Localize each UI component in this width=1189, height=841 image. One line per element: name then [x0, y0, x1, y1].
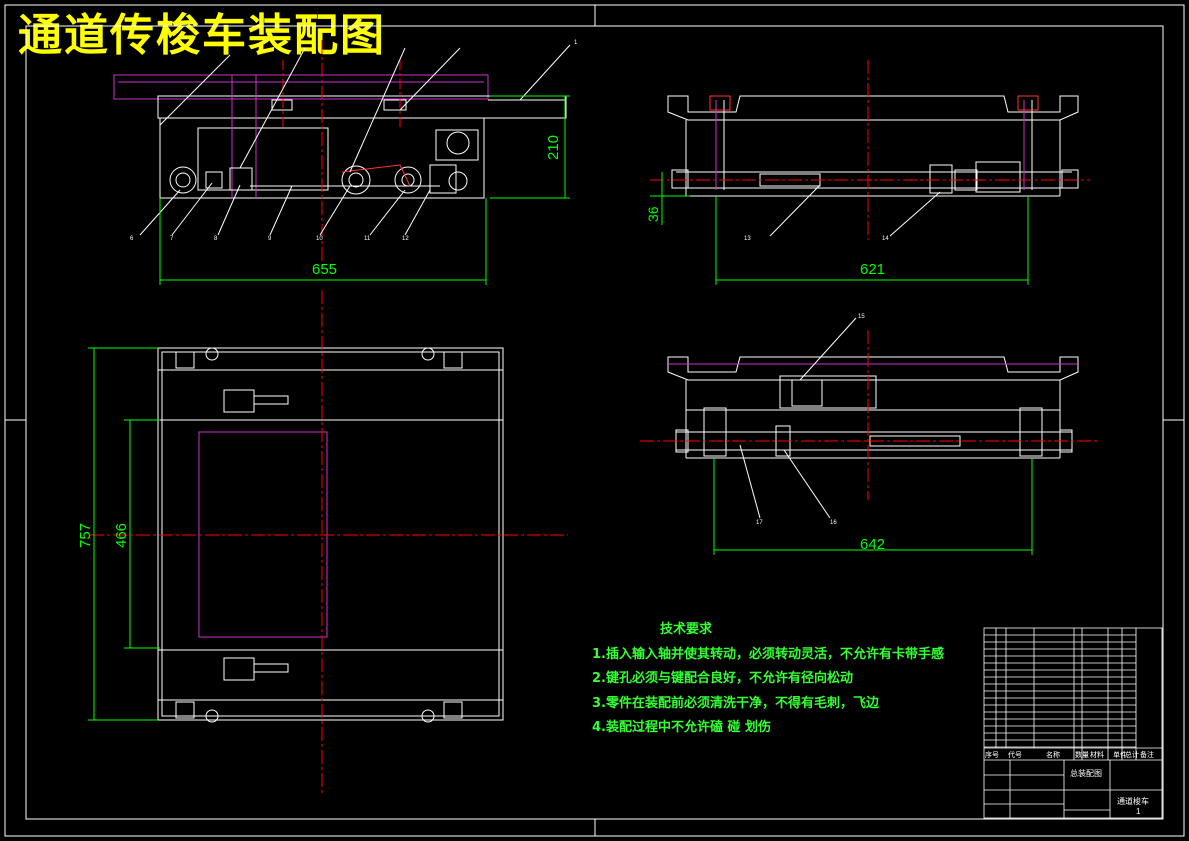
balloon-7: 7	[170, 236, 174, 242]
tb-sheet-no: 1	[1136, 807, 1141, 816]
tb-header-remark: 备注	[1140, 750, 1154, 759]
tb-header-material: 材料	[1090, 750, 1104, 759]
title-block	[983, 627, 1163, 819]
tb-drawing-name: 总装配图	[1070, 768, 1102, 778]
balloon-11: 11	[364, 236, 371, 242]
tb-part-name: 通道梭车	[1117, 796, 1149, 806]
title-block-headers: 序号 代号 名称 数量 材料 单件 总计 备注	[985, 750, 1154, 759]
side-bottom-balloons: 15 17 16	[756, 314, 865, 526]
dim-side-offset: 36	[645, 206, 661, 222]
technical-notes: 技术要求 1.插入输入轴并使其转动，必须转动灵活，不允许有卡带手感 2.键孔必须…	[592, 618, 944, 741]
tb-header-unit: 单件	[1113, 750, 1127, 759]
note-item-4: 4.装配过程中不允许磕 碰 划伤	[592, 720, 772, 735]
tb-header-total: 总计	[1125, 750, 1139, 759]
front-balloons: 1 6 7 8 9 10 11 12	[130, 40, 578, 242]
dim-front-width: 655	[312, 261, 337, 278]
plan-view	[88, 290, 568, 795]
dim-plan-height: 757	[77, 523, 94, 548]
side-top-balloons: 13 14	[744, 236, 889, 242]
balloon-6: 6	[130, 236, 134, 242]
note-item-3: 3.零件在装配前必须清洗干净，不得有毛刺，飞边	[592, 695, 879, 711]
balloon-14: 14	[882, 236, 889, 242]
tb-header-code: 代号	[1008, 750, 1022, 759]
balloon-16: 16	[830, 520, 837, 526]
balloon-1: 1	[574, 40, 578, 46]
dim-plan-inner: 466	[113, 523, 130, 548]
balloon-10: 10	[316, 236, 323, 242]
notes-heading: 技术要求	[660, 622, 713, 637]
tb-header-name: 名称	[1046, 750, 1060, 759]
note-item-2: 2.键孔必须与键配合良好，不允许有径向松动	[592, 671, 853, 686]
dim-front-height: 210	[545, 135, 562, 160]
dim-side-width: 621	[860, 261, 885, 278]
note-item-1: 1.插入输入轴并使其转动，必须转动灵活，不允许有卡带手感	[592, 646, 944, 662]
tb-header-no: 序号	[985, 750, 999, 759]
balloon-12: 12	[402, 236, 409, 242]
front-view	[113, 40, 571, 285]
side-view-bottom	[640, 317, 1100, 555]
balloon-9: 9	[268, 236, 272, 242]
sheet-frame	[4, 4, 1185, 837]
balloon-8: 8	[214, 236, 218, 242]
dim-bottom-width: 642	[860, 536, 885, 553]
drawing-title: 通道传梭车装配图	[18, 10, 386, 61]
balloon-13: 13	[744, 236, 751, 242]
balloon-17: 17	[756, 520, 763, 526]
balloon-15: 15	[858, 314, 865, 320]
tb-header-qty: 数量	[1075, 750, 1089, 759]
side-view-top	[650, 60, 1090, 285]
